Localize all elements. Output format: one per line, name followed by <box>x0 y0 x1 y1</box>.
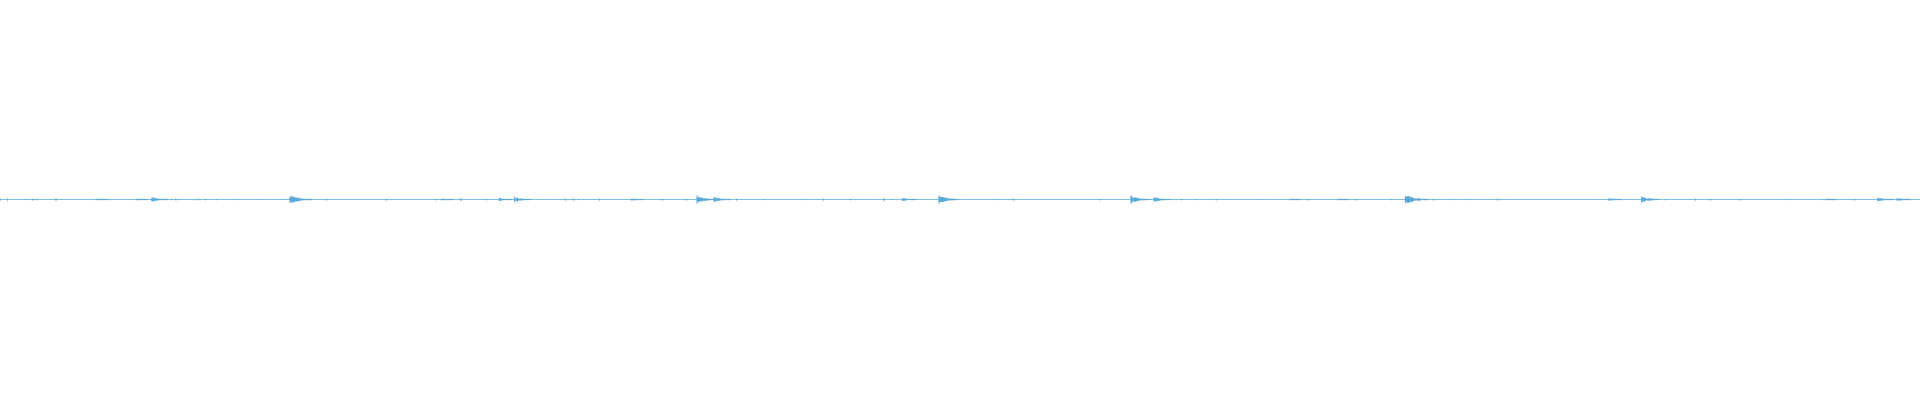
waveform-burst <box>631 198 644 201</box>
waveform-burst <box>1153 197 1171 202</box>
waveform-bursts <box>0 195 1911 204</box>
waveform-burst <box>95 198 108 201</box>
waveform-burst <box>151 197 169 202</box>
waveform-burst <box>135 198 148 201</box>
waveform-burst <box>514 196 532 203</box>
waveform-burst <box>1337 198 1349 201</box>
waveform-burst <box>1289 198 1301 201</box>
waveform-burst <box>441 198 454 201</box>
waveform-burst <box>1130 195 1151 204</box>
waveform-burst <box>1404 195 1428 204</box>
waveform-burst <box>1877 197 1894 202</box>
waveform-burst <box>289 195 313 204</box>
waveform-burst <box>1896 198 1911 201</box>
waveform-burst <box>498 197 512 202</box>
waveform-burst <box>1825 198 1837 201</box>
waveform-burst <box>713 196 731 203</box>
waveform-burst <box>901 198 916 201</box>
waveform-burst <box>938 195 959 204</box>
waveform-burst <box>1641 196 1660 203</box>
